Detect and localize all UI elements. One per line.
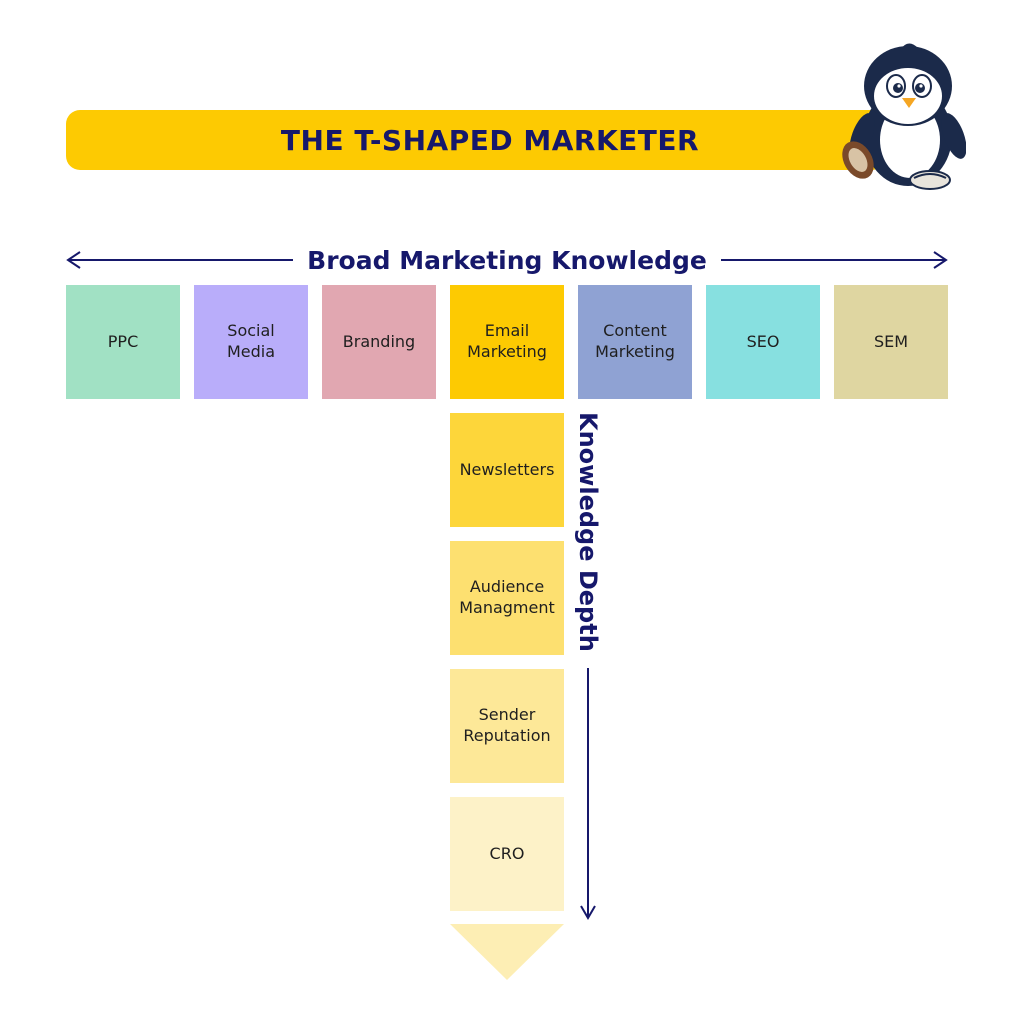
down-arrow-icon bbox=[580, 668, 596, 920]
knowledge-depth-label: Knowledge Depth bbox=[574, 412, 602, 652]
skill-tile-branding: Branding bbox=[322, 285, 436, 399]
tile-label: SEO bbox=[746, 331, 780, 351]
title-banner: THE T-SHAPED MARKETER bbox=[66, 110, 886, 170]
tile-label: Audience Managment bbox=[459, 577, 555, 617]
broad-skills-row: PPC Social Media Branding Email Marketing Co… bbox=[66, 285, 948, 399]
tile-label: Branding bbox=[342, 331, 416, 351]
skill-tile-sem: SEM bbox=[834, 285, 948, 399]
tile-label: Email Marketing bbox=[467, 321, 547, 361]
skill-tile-email-marketing: Email Marketing bbox=[450, 285, 564, 399]
skill-tile-seo: SEO bbox=[706, 285, 820, 399]
tile-label: Social Media bbox=[226, 321, 276, 361]
depth-tile-sender-reputation: Sender Reputation bbox=[450, 669, 564, 783]
broad-knowledge-label: Broad Marketing Knowledge bbox=[293, 245, 721, 275]
tile-label: CRO bbox=[489, 843, 525, 863]
depth-tile-cro: CRO bbox=[450, 797, 564, 911]
tile-label: Sender Reputation bbox=[463, 705, 551, 745]
penguin-mascot-icon bbox=[842, 43, 966, 190]
tile-label: Content Marketing bbox=[595, 321, 675, 361]
depth-tile-newsletters: Newsletters bbox=[450, 413, 564, 527]
tile-label: SEM bbox=[873, 331, 909, 351]
broad-knowledge-axis: Broad Marketing Knowledge bbox=[62, 240, 952, 280]
skill-tile-ppc: PPC bbox=[66, 285, 180, 399]
skill-tile-content-marketing: Content Marketing bbox=[578, 285, 692, 399]
tile-label: PPC bbox=[107, 331, 139, 351]
depth-tile-audience-managment: Audience Managment bbox=[450, 541, 564, 655]
skill-tile-social-media: Social Media bbox=[194, 285, 308, 399]
page-title: THE T-SHAPED MARKETER bbox=[280, 123, 700, 157]
tile-label: Newsletters bbox=[459, 459, 555, 479]
chevron-down-icon bbox=[450, 924, 564, 980]
